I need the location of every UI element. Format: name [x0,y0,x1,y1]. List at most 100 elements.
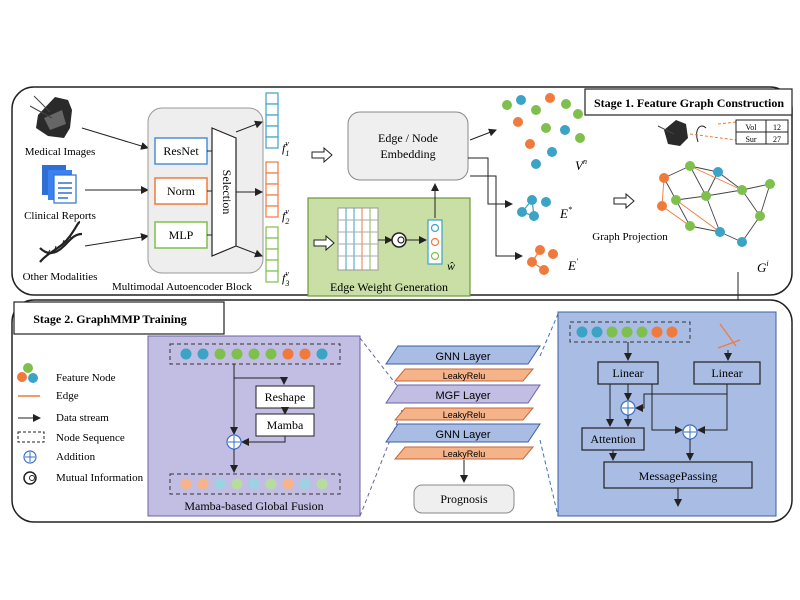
leakyrelu-1 [393,368,535,382]
feature-vector-3 [265,226,279,283]
legend-feature-node-icon [17,363,38,383]
resnet-label: ResNet [163,144,199,158]
weight-grid [337,207,379,271]
linear-right-label: Linear [711,366,742,380]
edge-set-eprime [527,245,558,275]
arrow-sel-f3 [235,245,263,258]
resnet-encoder [154,137,208,165]
gi-label: Gi [757,259,769,275]
attention-label: Attention [590,432,635,446]
vn-label: Vn [575,157,587,173]
edge-weight-label: Edge Weight Generation [330,280,448,294]
leakyrelu-2-label: LeakyRelu [443,410,486,420]
prognosis-label: Prognosis [440,492,488,506]
table-sur: Sur [745,135,756,144]
legend-addition: Addition [56,451,96,463]
gnn-layer-1-label: GNN Layer [435,351,490,363]
arrow-mamba-add [241,436,286,446]
embedding-label-2: Embedding [380,147,435,161]
modality-clinical-reports: Clinical Reports [24,210,96,222]
message-passing-label: MessagePassing [639,469,718,483]
arrow-seq-reshape [233,364,288,385]
connector-gnn-bottom [539,439,559,517]
autoencoder-label: Multimodal Autoencoder Block [112,281,252,293]
legend-data-stream: Data stream [56,412,109,424]
hollow-arrow-to-graph [613,192,635,210]
arrow-other-encoder [84,233,149,247]
layer-stack: GNN Layer LeakyRelu MGF Layer LeakyRelu … [385,345,541,460]
arrow-embed-eprime [470,175,523,260]
linear-left-label: Linear [612,366,643,380]
connector-mgf-top [359,337,403,393]
hollow-arrow-to-embedding [311,146,333,164]
w-node-3 [430,251,440,261]
mgf-layer [385,384,541,404]
modality-medical-images: Medical Images [25,146,96,158]
medical-image-icon [29,95,72,138]
norm-label: Norm [167,184,196,198]
mlp-encoder [154,221,208,249]
arrow-embed-estar [468,157,513,208]
mamba-input-sequence [169,343,341,365]
mamba-output-nodes [180,478,328,490]
eprime-label: E' [567,257,578,273]
legend-feature-node: Feature Node [56,372,116,384]
table-vol: Vol [746,123,758,132]
table-link-2 [689,133,737,141]
stage1-title: Stage 1. Feature Graph Construction [594,96,784,110]
embedding-box [347,111,469,181]
mamba-input-nodes [180,348,328,360]
stage2-title-box [13,301,225,335]
w-node-1 [430,223,440,233]
mi-inner [397,236,405,244]
modality-other: Other Modalities [23,271,98,283]
w-hat-label: ŵ [447,259,455,273]
leakyrelu-1-label: LeakyRelu [443,371,486,381]
legend-edge: Edge [56,390,79,402]
selection-label: Selection [220,170,234,215]
reshape-label: Reshape [265,390,306,404]
gnn-edge-icon [717,323,741,349]
embedding-label-1: Edge / Node [378,131,438,145]
graph-projection-label: Graph Projection [592,231,668,243]
estar-label: E* [559,205,572,221]
gnn-layer-1 [385,345,541,365]
gnn-input-nodes [576,326,678,338]
hollow-arrow-ewg [313,234,335,252]
legend-mutual-information: Mutual Information [56,472,144,484]
node-set-vn [502,93,585,169]
edge-set-estar [517,195,551,221]
gnn-layer-2-label: GNN Layer [435,429,490,441]
f1-label: f1v [282,139,289,158]
mamba-output-sequence [169,473,341,495]
legend-node-sequence: Node Sequence [56,432,125,444]
connector-mgf-bottom [359,409,403,517]
feature-vector-1 [265,92,279,149]
legend-node-sequence-icon [17,431,45,443]
mamba-caption: Mamba-based Global Fusion [184,499,323,513]
f2-label: f2v [282,207,289,226]
table-vol-value: 12 [773,123,781,132]
table-link [717,121,737,125]
arrow-rlinear-add2 [697,394,728,434]
w-node-2 [430,237,440,247]
patient-scan-icon [657,120,688,146]
gnn-input-sequence [569,321,691,343]
stage2-title: Stage 2. GraphMMP Training [33,312,187,326]
connector-gnn-top [539,313,559,357]
leakyrelu-2 [393,407,535,421]
stage1-title-box [584,88,793,116]
leakyrelu-3-label: LeakyRelu [443,449,486,459]
graph-gi-nodes [657,161,775,247]
graph-loop-arrow [696,125,707,143]
arrow-sel-f1 [235,120,263,133]
arrow-rlinear-add1 [635,393,727,412]
feature-vector-2 [265,161,279,218]
f3-label: f3v [282,269,289,288]
weight-vector [427,219,443,265]
arrow-linear-add2 [651,384,683,434]
arrow-image-encoder [81,127,149,150]
leakyrelu-3 [393,446,535,460]
mlp-label: MLP [169,228,194,242]
